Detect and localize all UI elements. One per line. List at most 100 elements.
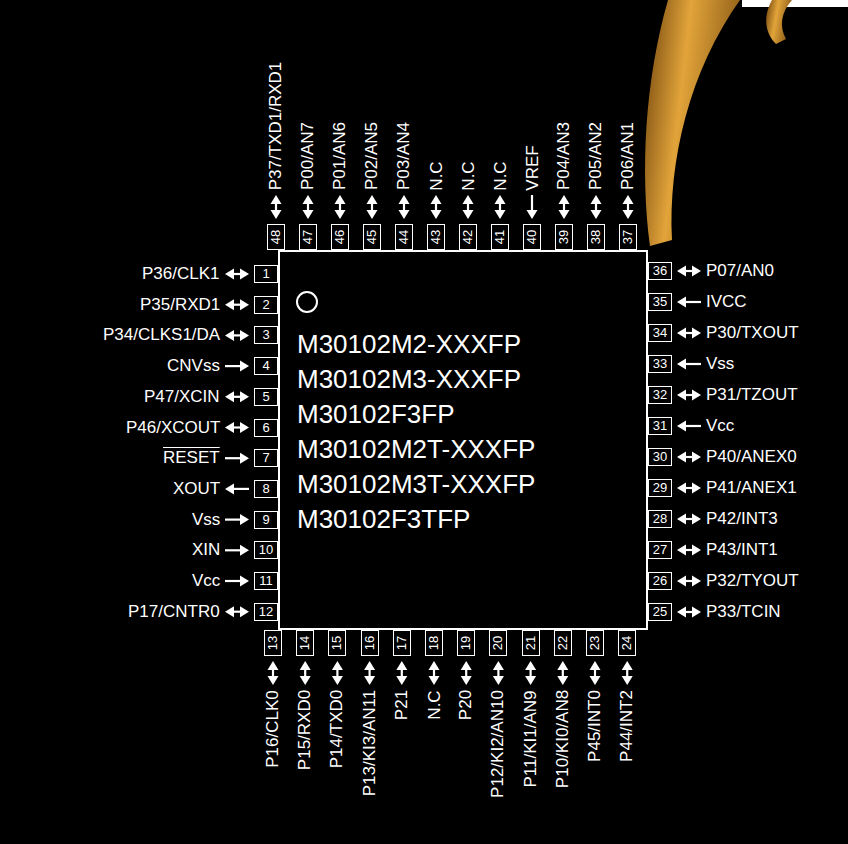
arrow-head [677, 359, 686, 370]
pin-number-box: 20 [489, 630, 507, 656]
arrow-head [240, 606, 249, 617]
arrow-head [300, 661, 311, 670]
arrow-head [240, 299, 249, 310]
pin-number-box: 37 [619, 224, 637, 250]
pin-arrow [525, 661, 536, 685]
pin-arrow [335, 195, 346, 219]
arrow-head [431, 195, 442, 204]
pin-name: P14/TXD0 [328, 690, 348, 768]
pin-arrow [225, 422, 249, 433]
arrow-head [225, 269, 234, 280]
pin-number-box: 22 [554, 630, 572, 656]
arrow-head [396, 676, 407, 685]
arrow-head [677, 607, 686, 618]
arrow-head [590, 661, 601, 670]
arrow-head [677, 483, 686, 494]
arrow-head [303, 210, 314, 219]
pin-number-box: 8 [254, 480, 278, 498]
arrow-head [692, 266, 701, 277]
pin-name: N.C [490, 161, 510, 190]
arrow-head [364, 661, 375, 670]
pin-number: 45 [364, 230, 380, 244]
pin-arrow [399, 195, 410, 219]
arrow-head [461, 676, 472, 685]
pin-number: 23 [587, 636, 603, 650]
pin-number: 15 [329, 636, 345, 650]
arrow-head [495, 195, 506, 204]
pin-number: 47 [300, 230, 316, 244]
pin-number: 38 [588, 230, 604, 244]
pin-arrow [677, 390, 701, 401]
arrow-head [463, 210, 474, 219]
pin-name: P10/KI0/AN8 [553, 690, 573, 788]
arrow-head [591, 195, 602, 204]
arrow-head [364, 676, 375, 685]
pin-name: N.C [426, 161, 446, 190]
pin-arrow [225, 361, 249, 372]
pin-arrow [677, 483, 701, 494]
pin-number-box: 39 [555, 224, 573, 250]
pin-number-box: 3 [254, 326, 278, 344]
part-number: M30102M3-XXXFP [297, 362, 646, 397]
pin-name: IVCC [706, 292, 747, 312]
pin-number: 1 [262, 266, 269, 282]
pin-arrow [429, 661, 440, 685]
pin-number-box: 6 [254, 419, 278, 437]
pin-number-box: 21 [522, 630, 540, 656]
pin-name: P12/KI2/AN10 [488, 690, 508, 798]
pin-arrow [463, 195, 474, 219]
arrow-head [692, 545, 701, 556]
pin-number-box: 12 [254, 603, 278, 621]
pin-number: 8 [262, 481, 269, 497]
pin-name: Vcc [706, 416, 734, 436]
pin-number-box: 23 [586, 630, 604, 656]
arrow-head [623, 195, 634, 204]
arrow-head [225, 483, 234, 494]
pin-name: P42/INT3 [706, 509, 778, 529]
pin-number: 16 [362, 636, 378, 650]
arrow-head [240, 391, 249, 402]
pin-name: XIN [192, 540, 220, 560]
pin-number: 28 [653, 511, 667, 527]
pin-arrow [677, 514, 701, 525]
pin-number-box: 4 [254, 357, 278, 375]
pin-arrow [396, 661, 407, 685]
pin-number-box: 28 [648, 510, 672, 528]
pin-name: P01/AN6 [330, 122, 350, 190]
pin-name: RESET [163, 448, 220, 468]
pin-number: 22 [555, 636, 571, 650]
pin-number: 7 [262, 450, 269, 466]
arrow-head [525, 676, 536, 685]
gold-swoosh [766, 0, 792, 44]
pin-number: 37 [620, 230, 636, 244]
pin-number: 41 [492, 230, 508, 244]
pin-number: 43 [428, 230, 444, 244]
pin-number: 14 [297, 636, 313, 650]
pin-arrow [225, 269, 249, 280]
pin-name: P46/XCOUT [126, 418, 220, 438]
part-number: M30102M3T-XXXFP [297, 467, 646, 502]
pin-name: P32/TYOUT [706, 571, 799, 591]
corner-ground [742, 0, 848, 7]
arrow-head [461, 661, 472, 670]
arrow-head [225, 330, 234, 341]
part-number: M30102F3TFP [297, 502, 646, 537]
arrow-head [677, 545, 686, 556]
pin-number: 26 [653, 573, 667, 589]
pin-number: 4 [262, 358, 269, 374]
pin-name: N.C [458, 161, 478, 190]
pin-name: P17/CNTR0 [128, 602, 220, 622]
pin-name: P02/AN5 [362, 122, 382, 190]
pin-number-box: 10 [254, 541, 278, 559]
pin-name: Vcc [192, 571, 220, 591]
pin-name: P05/AN2 [586, 122, 606, 190]
pin-number-box: 9 [254, 511, 278, 529]
arrow-head [399, 195, 410, 204]
pin-arrow [622, 661, 633, 685]
pin-name: P00/AN7 [298, 122, 318, 190]
pin-number-box: 33 [648, 355, 672, 373]
arrow-head [677, 514, 686, 525]
arrow-head [429, 661, 440, 670]
arrow-head [399, 210, 410, 219]
arrow-head [396, 661, 407, 670]
